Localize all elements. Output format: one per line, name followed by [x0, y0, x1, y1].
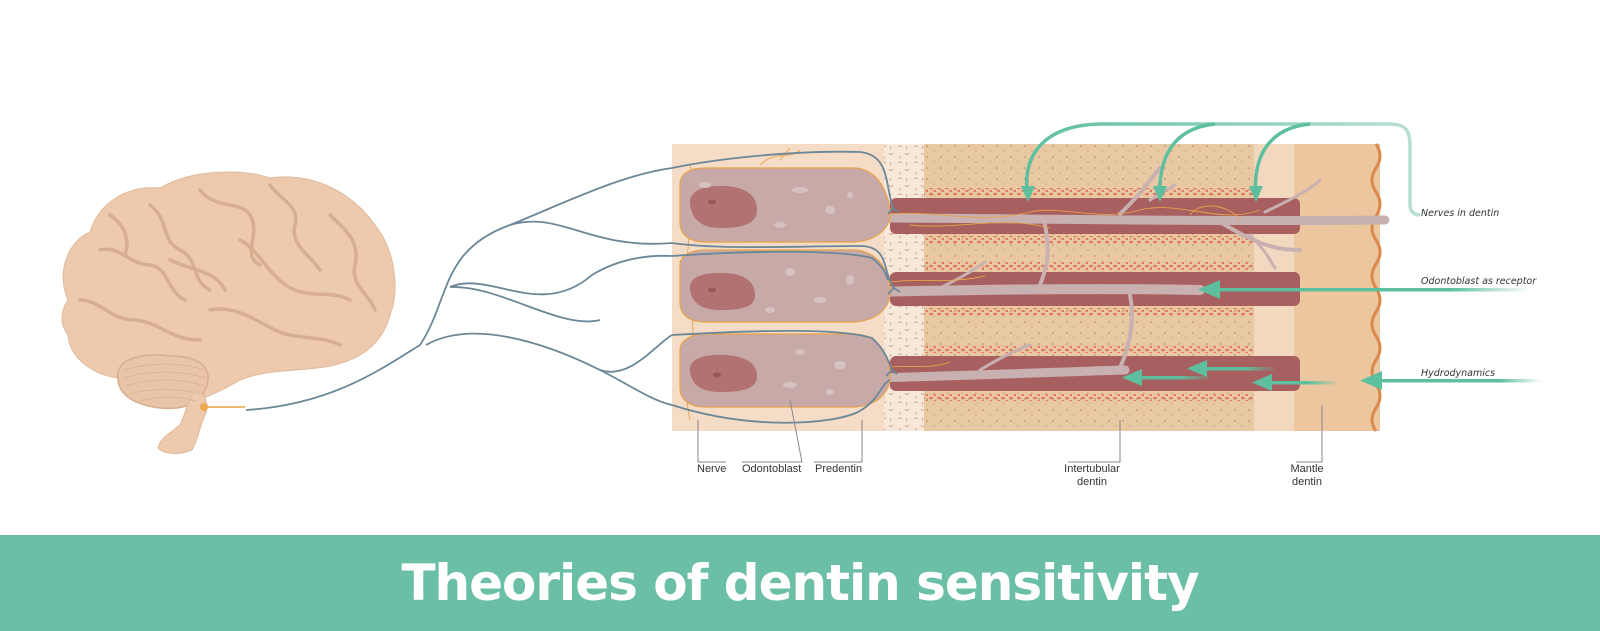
- brain-cerebellum: [117, 354, 209, 410]
- label-intertubular-line1: Intertubular: [1064, 463, 1120, 475]
- page-title: Theories of dentin sensitivity: [401, 554, 1199, 612]
- dentin-cross-section: [671, 143, 1390, 463]
- brain-folds: [78, 183, 377, 347]
- peritubular-dentin: [924, 188, 1254, 401]
- theory-label-nerves-in-dentin: Nerves in dentin: [1421, 208, 1499, 219]
- odontoblast-receptor-arrow: [1198, 280, 1530, 299]
- label-mantle-line2: dentin: [1292, 476, 1322, 488]
- theory-arrows: [1021, 122, 1542, 391]
- hydrodynamics-arrows: [1122, 360, 1542, 391]
- odontoblast-processes: [865, 166, 1390, 383]
- brain-illustration: [61, 171, 396, 454]
- nerves-in-dentin-arrowheads: [1021, 186, 1263, 202]
- title-banner: Theories of dentin sensitivity: [0, 535, 1600, 631]
- odontoblast-cell-3: [679, 333, 891, 408]
- nerve-pathways: [245, 167, 673, 411]
- odontoblast-cells: [679, 167, 891, 408]
- trigeminal-nucleus: [200, 403, 208, 411]
- structure-labels: Nerve Odontoblast Predentin Intertubular…: [697, 463, 1324, 488]
- label-intertubular-line2: dentin: [1077, 476, 1107, 488]
- label-mantle-line1: Mantle: [1290, 463, 1323, 475]
- dentin-sensitivity-diagram: Nerves in dentin Odontoblast as receptor…: [61, 122, 1542, 488]
- theory-label-odontoblast-receptor: Odontoblast as receptor: [1421, 276, 1537, 287]
- theory-labels: Nerves in dentin Odontoblast as receptor…: [1421, 208, 1537, 379]
- label-nerve: Nerve: [697, 463, 726, 475]
- mantle-dentin-layer: [1294, 144, 1380, 431]
- pulpal-nerve-loops: [671, 150, 901, 424]
- cerebellum-lines: [123, 363, 207, 402]
- label-predentin: Predentin: [815, 463, 862, 475]
- label-odontoblast: Odontoblast: [742, 463, 801, 475]
- odontoblast-cell-1: [679, 167, 891, 243]
- brain-stem: [157, 389, 208, 454]
- nerves-in-dentin-arrows: [1025, 122, 1421, 217]
- odontoblast-cell-2: [679, 249, 891, 323]
- label-leaders: [697, 399, 1323, 463]
- theory-label-hydrodynamics: Hydrodynamics: [1421, 368, 1495, 379]
